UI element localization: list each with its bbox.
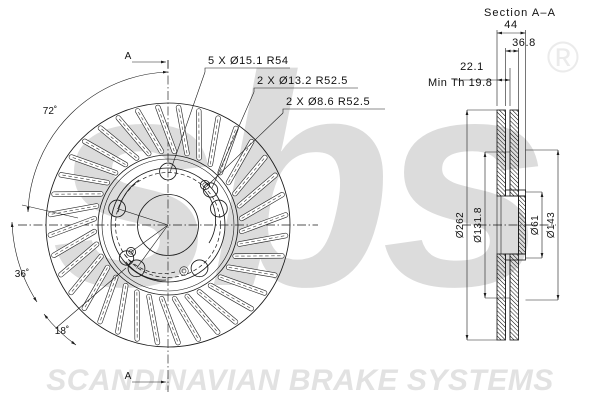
friction-ring-inner-circle-2	[101, 158, 235, 292]
dim-36-8-group: 36.8	[505, 37, 536, 192]
friction-ring-inner-circle	[97, 154, 239, 296]
angle-18-label: 18˚	[55, 325, 69, 337]
hat-arc-lower-dashed	[124, 254, 176, 274]
callout-group: 5 X Ø15.1 R54 2 X Ø13.2 R52.5 2 X Ø8.6 R…	[169, 55, 385, 189]
angle-36-dimension: 36˚	[10, 221, 38, 303]
callout-mid-leader	[253, 87, 358, 92]
callout-lug-leader	[204, 67, 290, 72]
radius-line-2	[130, 224, 169, 253]
angle-18-dimension: 18˚	[43, 267, 127, 346]
callout-small-holes-label: 2 X Ø8.6 R52.5	[286, 96, 370, 108]
front-view: A A 72˚ 36˚ 18˚	[10, 51, 385, 392]
dia-61-label: Ø61	[530, 215, 541, 235]
small-hole-2-inner	[128, 249, 134, 255]
section-mark-bottom-label: A	[125, 371, 132, 382]
hat-web-upper	[505, 189, 526, 197]
bolt-circle-dashed	[115, 172, 221, 278]
hat-web-lower	[505, 253, 526, 261]
min-thickness-label: Min Th 19.8	[428, 77, 492, 89]
section-mark-top-label: A	[125, 51, 132, 62]
angle-72-leader	[21, 204, 79, 219]
callout-small-leader	[282, 108, 385, 113]
registered-mark-watermark: ®	[547, 33, 579, 82]
small-hole-3-inner	[181, 268, 187, 274]
dim-36-8-label: 36.8	[512, 37, 536, 49]
section-hatching	[496, 109, 526, 341]
dim-44-group: 44	[496, 19, 526, 192]
lug-hole-2	[210, 199, 228, 218]
angle-36-arc	[10, 221, 38, 303]
dim-22-1-label: 22.1	[460, 61, 484, 73]
hat-arc-right	[203, 189, 217, 244]
dim-22-1-group: 22.1	[454, 61, 511, 106]
section-view: Section A–A	[428, 7, 560, 341]
angle-18-arc	[43, 313, 77, 346]
callout-lug-pointer	[169, 71, 206, 173]
lug-hole-3	[190, 259, 209, 278]
small-hole-1-inner	[202, 182, 208, 188]
dim-44-label: 44	[504, 19, 517, 31]
dia-131-8-label: Ø131.8	[473, 207, 484, 243]
angle-36-label: 36˚	[15, 268, 29, 280]
angle-18-leader	[55, 267, 127, 329]
footer-watermark: SCANDINAVIAN BRAKE SYSTEMS	[46, 364, 554, 397]
callout-mid-pointer	[211, 91, 255, 189]
dia-143-label: Ø143	[546, 212, 557, 238]
hat-outer-circle	[110, 167, 226, 283]
small-hole-2	[125, 246, 137, 258]
hub-bore-circle	[137, 194, 199, 256]
angle-72-label: 72˚	[43, 105, 57, 117]
dia-262-label: Ø262	[455, 212, 466, 238]
angle-72-dimension: 72˚	[21, 70, 169, 219]
lug-hole-4	[127, 259, 146, 278]
callout-small-pointer	[206, 112, 284, 187]
section-view-title: Section A–A	[484, 7, 556, 19]
section-cut-line: A A	[125, 51, 169, 384]
radius-line-3	[136, 224, 169, 269]
callout-lug-holes-label: 5 X Ø15.1 R54	[208, 55, 289, 67]
callout-mid-holes-label: 2 X Ø13.2 R52.5	[257, 75, 348, 87]
small-hole-3	[179, 266, 189, 276]
disc-outer-circle	[45, 102, 291, 348]
diameter-dimension-group: Ø262 Ø131.8 Ø61 Ø143	[455, 109, 560, 341]
small-hole-1	[199, 179, 211, 191]
angle-72-arc	[26, 70, 169, 213]
min-thickness-group: Min Th 19.8	[428, 77, 492, 89]
small-hole-group	[125, 179, 211, 276]
